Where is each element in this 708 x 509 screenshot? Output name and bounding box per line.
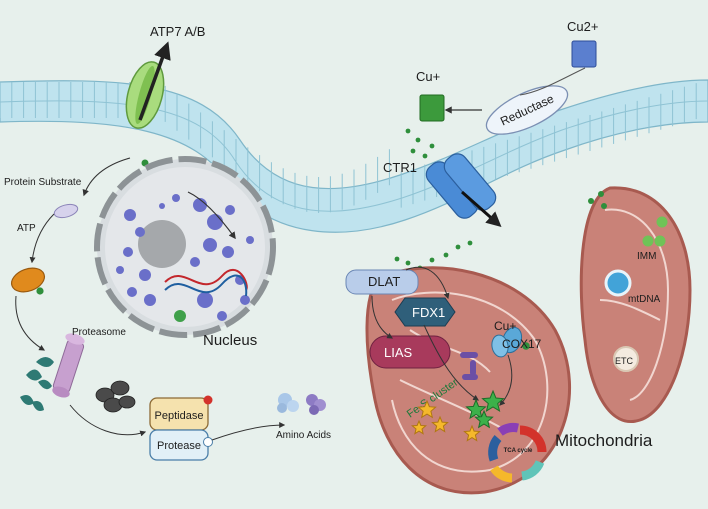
amino-acids-label: Amino Acids xyxy=(276,430,331,441)
etc-label: ETC xyxy=(615,356,634,366)
chromatin-dot xyxy=(246,236,254,244)
chromatin-dot xyxy=(193,198,207,212)
mitochondria-label: Mitochondria xyxy=(555,431,653,450)
copper-dots-cytoplasm xyxy=(394,240,473,271)
fes-star xyxy=(463,424,481,442)
protease-box xyxy=(149,429,213,461)
chromatin-dot xyxy=(127,287,137,297)
protease-label: Protease xyxy=(157,440,201,452)
fes-star xyxy=(411,419,427,435)
dlat-label: DLAT xyxy=(368,274,400,289)
protein-substrate-label: Protein Substrate xyxy=(4,177,82,188)
atp-label: ATP xyxy=(17,223,36,234)
imm-label: IMM xyxy=(637,251,656,262)
fdx1-label: FDX1 xyxy=(412,305,445,320)
chromatin-dot xyxy=(197,292,213,308)
chromatin-dot xyxy=(124,209,136,221)
nucleus-label: Nucleus xyxy=(203,332,257,349)
proteasome-label: Proteasome xyxy=(72,327,126,338)
atp7-transporter xyxy=(125,41,171,129)
cox17-protein xyxy=(491,326,530,358)
cu1-ion-box xyxy=(419,94,445,122)
lias-label: LIAS xyxy=(384,345,413,360)
chromatin-dot xyxy=(123,247,133,257)
chromatin-dot xyxy=(222,246,234,258)
proteasome-icon xyxy=(52,333,85,398)
chromatin-dot xyxy=(190,257,200,267)
chromatin-dot xyxy=(139,269,151,281)
ctr1-channel xyxy=(425,153,502,227)
chromatin-dot xyxy=(225,205,235,215)
cu-aggregate-stars xyxy=(465,389,505,429)
chromatin-dot xyxy=(217,311,227,321)
cu1-top-label: Cu+ xyxy=(416,69,440,84)
chromatin-dot xyxy=(240,295,250,305)
cu-star xyxy=(474,409,494,429)
cu1-mito-label: Cu+ xyxy=(494,319,516,333)
tca-cycle xyxy=(488,423,547,483)
atp7-label: ATP7 A/B xyxy=(150,24,205,39)
dlat-node xyxy=(345,269,419,295)
protein-substrate-icon xyxy=(53,203,79,219)
tca-cycle-label: TCA cycle xyxy=(504,448,533,454)
copper-dots-right-mito xyxy=(588,191,607,209)
cox17-label: COX17 xyxy=(502,337,542,351)
fes-cluster-stars xyxy=(411,399,481,442)
protein-fragments-icon xyxy=(20,357,54,411)
fes-star xyxy=(417,399,437,419)
cu-star xyxy=(465,398,487,420)
amino-acids-icon xyxy=(277,393,326,415)
cu2-label: Cu2+ xyxy=(567,19,598,34)
ubiquitin-fragments-icon xyxy=(95,380,136,413)
lias-node xyxy=(369,335,451,369)
chromatin-dot xyxy=(116,266,124,274)
purple-protein-icon xyxy=(460,352,478,380)
chromatin-dot xyxy=(159,203,165,209)
chromatin-dot xyxy=(144,294,156,306)
fes-star xyxy=(431,415,449,433)
nucleus xyxy=(94,156,276,338)
mitochondrion-main xyxy=(365,266,571,495)
chromatin-dot xyxy=(135,227,145,237)
mtdna-label: mtDNA xyxy=(628,294,661,305)
ctr1-label: CTR1 xyxy=(383,160,417,175)
peptidase-label: Peptidase xyxy=(155,410,204,422)
chromatin-dot xyxy=(207,214,223,230)
cu-star xyxy=(481,389,505,412)
chromatin-dot xyxy=(172,194,180,202)
copper-dots-ctr1 xyxy=(405,128,435,159)
chromatin-dot xyxy=(203,238,217,252)
mitochondrion-right xyxy=(579,186,692,423)
atp-bound-protein-icon xyxy=(10,267,46,295)
cu2-ion-box xyxy=(571,40,597,68)
